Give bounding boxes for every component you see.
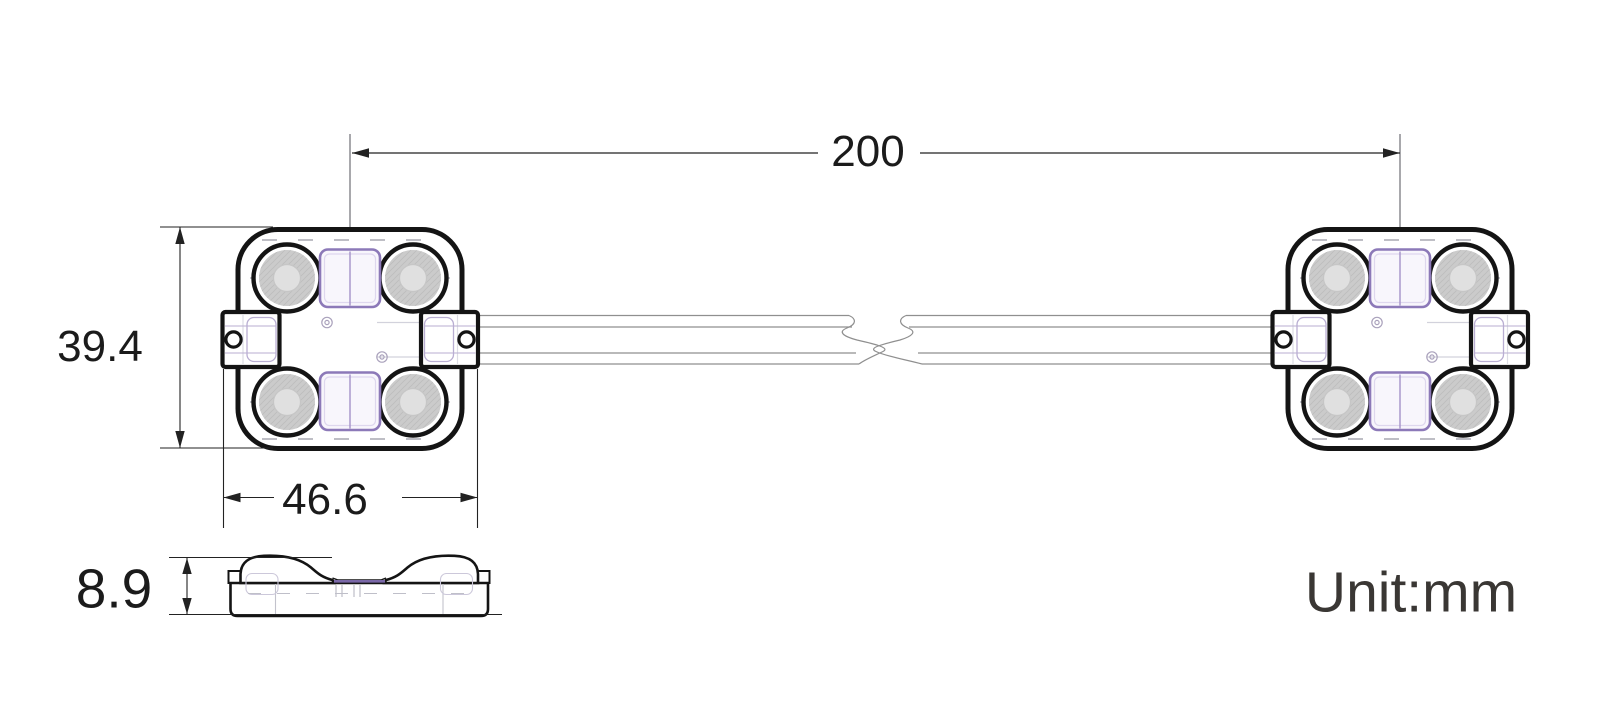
- led-module-right: [1273, 134, 1529, 449]
- break-symbol-left: [841, 314, 886, 365]
- dimension-label-thickness: 8.9: [75, 557, 153, 620]
- dimension-width-46-6: [222, 369, 479, 528]
- wire-cable: [478, 314, 1272, 365]
- dimension-thickness-8-9: [169, 556, 502, 616]
- side-view-lens-dome-right: [382, 554, 480, 585]
- dimension-pitch-200: [352, 148, 1400, 158]
- unit-label: Unit:mm: [1304, 560, 1518, 625]
- dimension-label-width: 46.6: [276, 478, 374, 522]
- side-view-base: [229, 581, 490, 618]
- dimension-label-height: 39.4: [57, 322, 143, 371]
- side-view-lens-dome-left: [239, 554, 337, 585]
- dimension-label-pitch: 200: [825, 130, 911, 174]
- dimension-height-39-4: [160, 226, 273, 449]
- side-view: [227, 554, 491, 618]
- break-symbol-right: [873, 314, 923, 365]
- led-module-left: [223, 134, 479, 449]
